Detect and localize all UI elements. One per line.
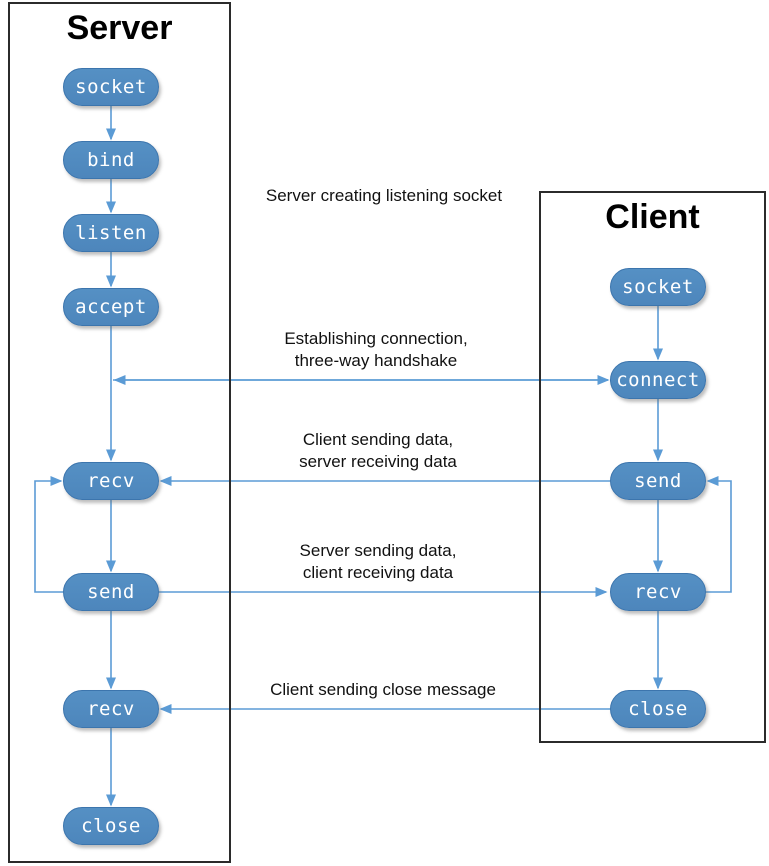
arrow-server-send-recv-loop bbox=[34, 476, 63, 593]
label-client-sending: Client sending data, server receiving da… bbox=[299, 430, 457, 471]
label-server-sending: Server sending data, client receiving da… bbox=[299, 541, 457, 582]
label-listening-socket: Server creating listening socket bbox=[265, 186, 503, 205]
node-server-socket: socket bbox=[63, 68, 159, 106]
node-server-close: close bbox=[63, 807, 159, 845]
node-server-recv-1: recv bbox=[63, 462, 159, 500]
node-server-send: send bbox=[63, 573, 159, 611]
node-server-bind: bind bbox=[63, 141, 159, 179]
node-server-recv-2: recv bbox=[63, 690, 159, 728]
node-client-recv: recv bbox=[610, 573, 706, 611]
node-client-connect: connect bbox=[610, 361, 706, 399]
node-client-socket: socket bbox=[610, 268, 706, 306]
node-client-send: send bbox=[610, 462, 706, 500]
node-server-accept: accept bbox=[63, 288, 159, 326]
label-handshake: Establishing connection, three-way hands… bbox=[284, 329, 468, 370]
arrow-client-recv-send-loop bbox=[706, 476, 732, 593]
label-close-message: Client sending close message bbox=[270, 680, 496, 699]
node-server-listen: listen bbox=[63, 214, 159, 252]
node-client-close: close bbox=[610, 690, 706, 728]
